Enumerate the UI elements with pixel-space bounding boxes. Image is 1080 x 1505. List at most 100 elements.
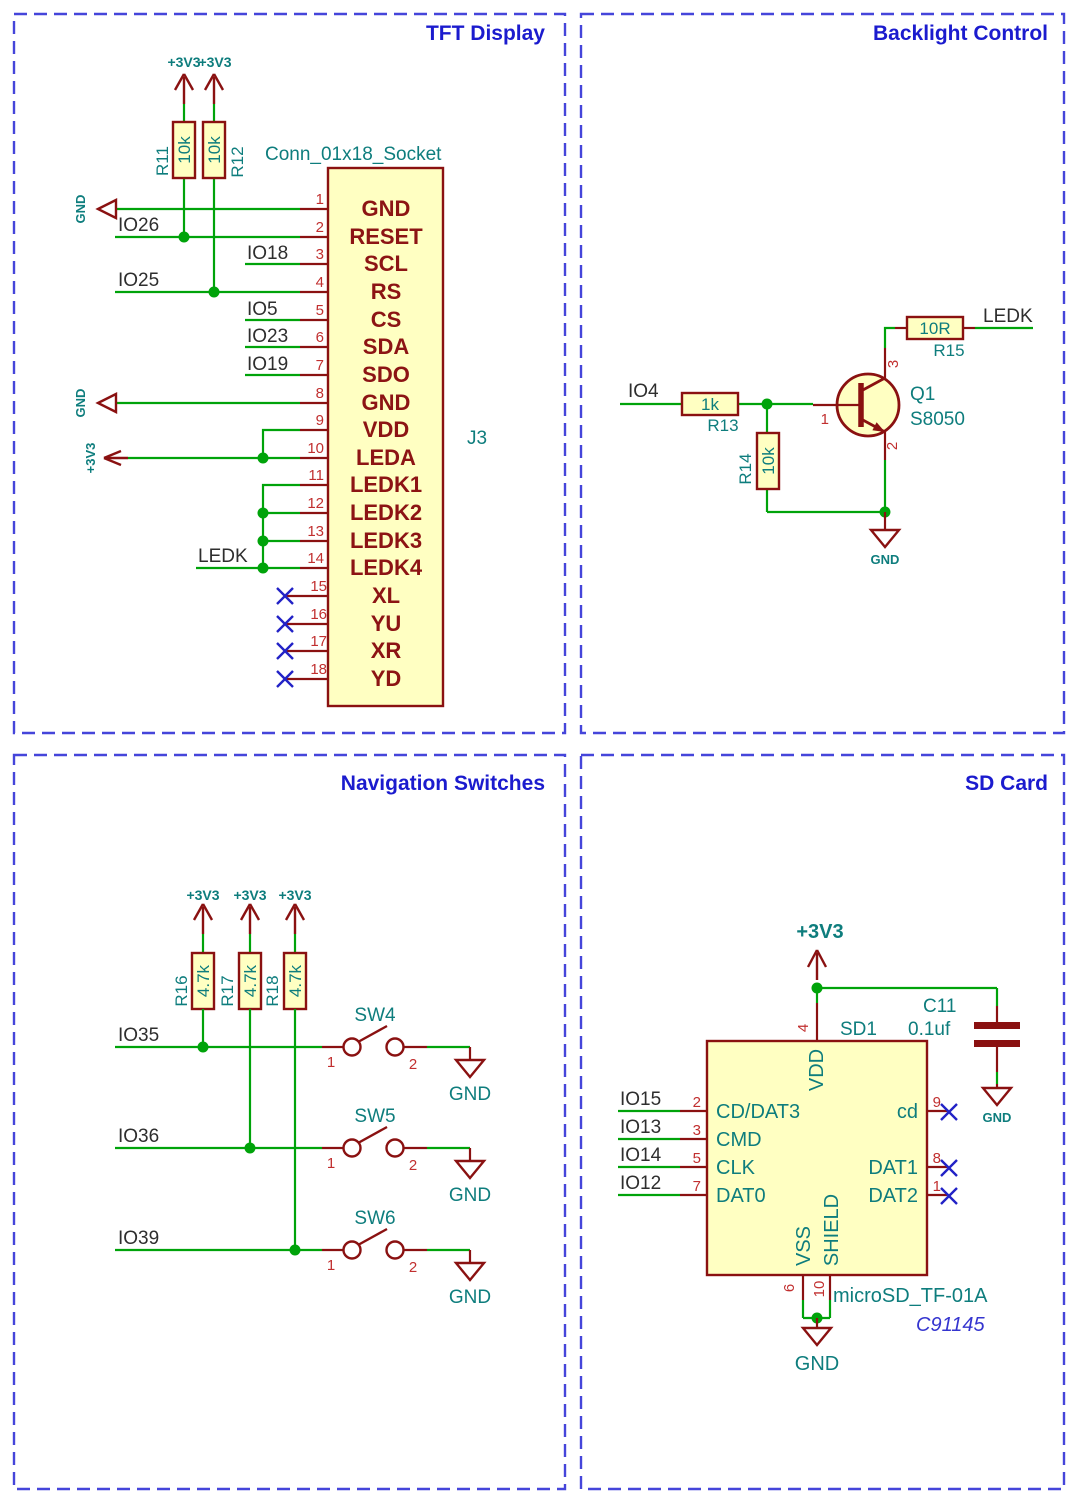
svg-text:10: 10: [811, 1281, 828, 1298]
section-border: [579, 753, 1066, 1491]
pin-number-4: 4: [795, 1024, 812, 1032]
svg-text:12: 12: [307, 495, 324, 512]
svg-text:7: 7: [316, 357, 324, 374]
svg-text:RS: RS: [371, 279, 402, 304]
svg-text:IO14: IO14: [620, 1145, 662, 1166]
net-label-io35: IO35: [118, 1025, 159, 1046]
gnd-label: GND: [449, 1287, 491, 1308]
section-border: [12, 753, 567, 1491]
section-backlight-control: Backlight Control IO4 LEDK 1k R13 10k R1…: [579, 12, 1066, 735]
power-label: +3V3: [167, 54, 200, 70]
svg-text:6: 6: [316, 329, 324, 346]
power-label: +3V3: [198, 54, 231, 70]
svg-text:17: 17: [310, 633, 327, 650]
power-label: +3V3: [186, 887, 219, 903]
resistor-value: 4.7k: [194, 964, 213, 997]
net-label-io19: IO19: [247, 354, 288, 375]
switch-ref: SW6: [354, 1208, 395, 1229]
sd-right-pins: cd DAT1 DAT2 9 8 1: [868, 1094, 958, 1207]
junction: [761, 398, 773, 410]
transistor-ref: Q1: [910, 384, 935, 405]
section-title: TFT Display: [426, 22, 545, 45]
svg-text:LEDK1: LEDK1: [350, 472, 422, 497]
net-label-ledk: LEDK: [198, 546, 248, 567]
svg-text:VDD: VDD: [363, 417, 409, 442]
resistor-r18: +3V3 4.7k R18: [263, 887, 312, 1250]
switch-row-sw6: IO39 SW6 1 2 GND: [115, 1208, 491, 1308]
svg-text:IO12: IO12: [620, 1173, 661, 1194]
svg-text:GND: GND: [362, 196, 411, 221]
gnd-label: GND: [983, 1110, 1012, 1125]
svg-text:9: 9: [933, 1094, 941, 1111]
svg-text:CS: CS: [371, 307, 402, 332]
connector-ref: J3: [467, 428, 487, 449]
resistor-value: 10k: [175, 136, 194, 164]
svg-text:SDO: SDO: [362, 362, 410, 387]
connector-name: Conn_01x18_Socket: [265, 144, 442, 165]
svg-text:5: 5: [316, 302, 324, 319]
svg-text:SDA: SDA: [363, 334, 410, 359]
svg-text:XR: XR: [371, 638, 402, 663]
svg-text:DAT2: DAT2: [868, 1185, 918, 1207]
resistor-r16: +3V3 4.7k R16: [172, 887, 220, 1047]
net-label-io18: IO18: [247, 243, 288, 264]
resistor-r13: 1k R13: [680, 391, 740, 435]
svg-text:CLK: CLK: [716, 1157, 756, 1179]
resistor-value: 10k: [205, 136, 224, 164]
svg-text:GND: GND: [362, 390, 411, 415]
tft-wires: [115, 104, 300, 570]
svg-text:2: 2: [316, 219, 324, 236]
svg-text:YD: YD: [371, 666, 402, 691]
section-navigation-switches: Navigation Switches +3V3 4.7k R16 +3V3 4…: [12, 753, 567, 1491]
power-label: +3V3: [278, 887, 311, 903]
svg-text:LEDK3: LEDK3: [350, 528, 422, 553]
svg-text:1: 1: [933, 1178, 941, 1195]
svg-text:4: 4: [316, 274, 324, 291]
connector-j3: Conn_01x18_Socket J3: [265, 144, 487, 708]
gnd-symbol: GND: [868, 512, 902, 567]
pin-number-2: 2: [884, 442, 901, 450]
net-label-ledk: LEDK: [983, 306, 1033, 327]
svg-text:LEDA: LEDA: [356, 445, 416, 470]
section-border: [12, 12, 567, 735]
net-label-io23: IO23: [247, 326, 288, 347]
svg-text:6: 6: [781, 1284, 798, 1292]
pin-number-3: 3: [885, 360, 902, 368]
resistor-ref: R14: [736, 453, 755, 484]
resistor-value: 4.7k: [241, 964, 260, 997]
resistor-ref: R15: [933, 341, 964, 360]
gnd-flag-pin1: GND: [73, 195, 118, 224]
resistor-ref: R16: [172, 975, 191, 1006]
section-tft-display: TFT Display: [12, 12, 567, 735]
pin-number-1: 1: [821, 411, 829, 428]
resistor-r14: 10k R14: [736, 431, 781, 491]
svg-text:LEDK4: LEDK4: [350, 555, 423, 580]
tft-junctions: [178, 231, 269, 574]
svg-text:CMD: CMD: [716, 1129, 762, 1151]
power-label: +3V3: [83, 443, 98, 474]
power-label: +3V3: [233, 887, 266, 903]
pin-name-vdd: VDD: [806, 1049, 828, 1091]
gnd-label: GND: [73, 195, 88, 224]
switch-ref: SW5: [354, 1106, 395, 1127]
power-flag-3v3-leda: +3V3: [83, 443, 128, 474]
resistor-ref: R11: [153, 146, 172, 176]
gnd-label: GND: [795, 1353, 839, 1375]
gnd-label: GND: [449, 1185, 491, 1206]
j3-pin-stubs: [286, 207, 328, 681]
svg-text:9: 9: [316, 412, 324, 429]
svg-text:DAT0: DAT0: [716, 1185, 766, 1207]
svg-text:3: 3: [316, 246, 324, 263]
resistor-r17: +3V3 4.7k R17: [218, 887, 267, 1148]
sd-module-sd1: SD1 4 VDD IO15 IO13 IO14 IO12 2 3 5 7 CD…: [620, 1003, 988, 1375]
pin-number-2: 2: [409, 1157, 417, 1174]
no-connect-icons: [940, 1103, 958, 1205]
gnd-label: GND: [73, 389, 88, 418]
svg-text:18: 18: [310, 661, 327, 678]
resistor-value: 10k: [759, 447, 778, 475]
svg-text:LEDK2: LEDK2: [350, 500, 422, 525]
sd-left-pins: IO15 IO13 IO14 IO12 2 3 5 7 CD/DAT3 CMD …: [620, 1089, 800, 1207]
gnd-flag-pin8: GND: [73, 389, 118, 418]
